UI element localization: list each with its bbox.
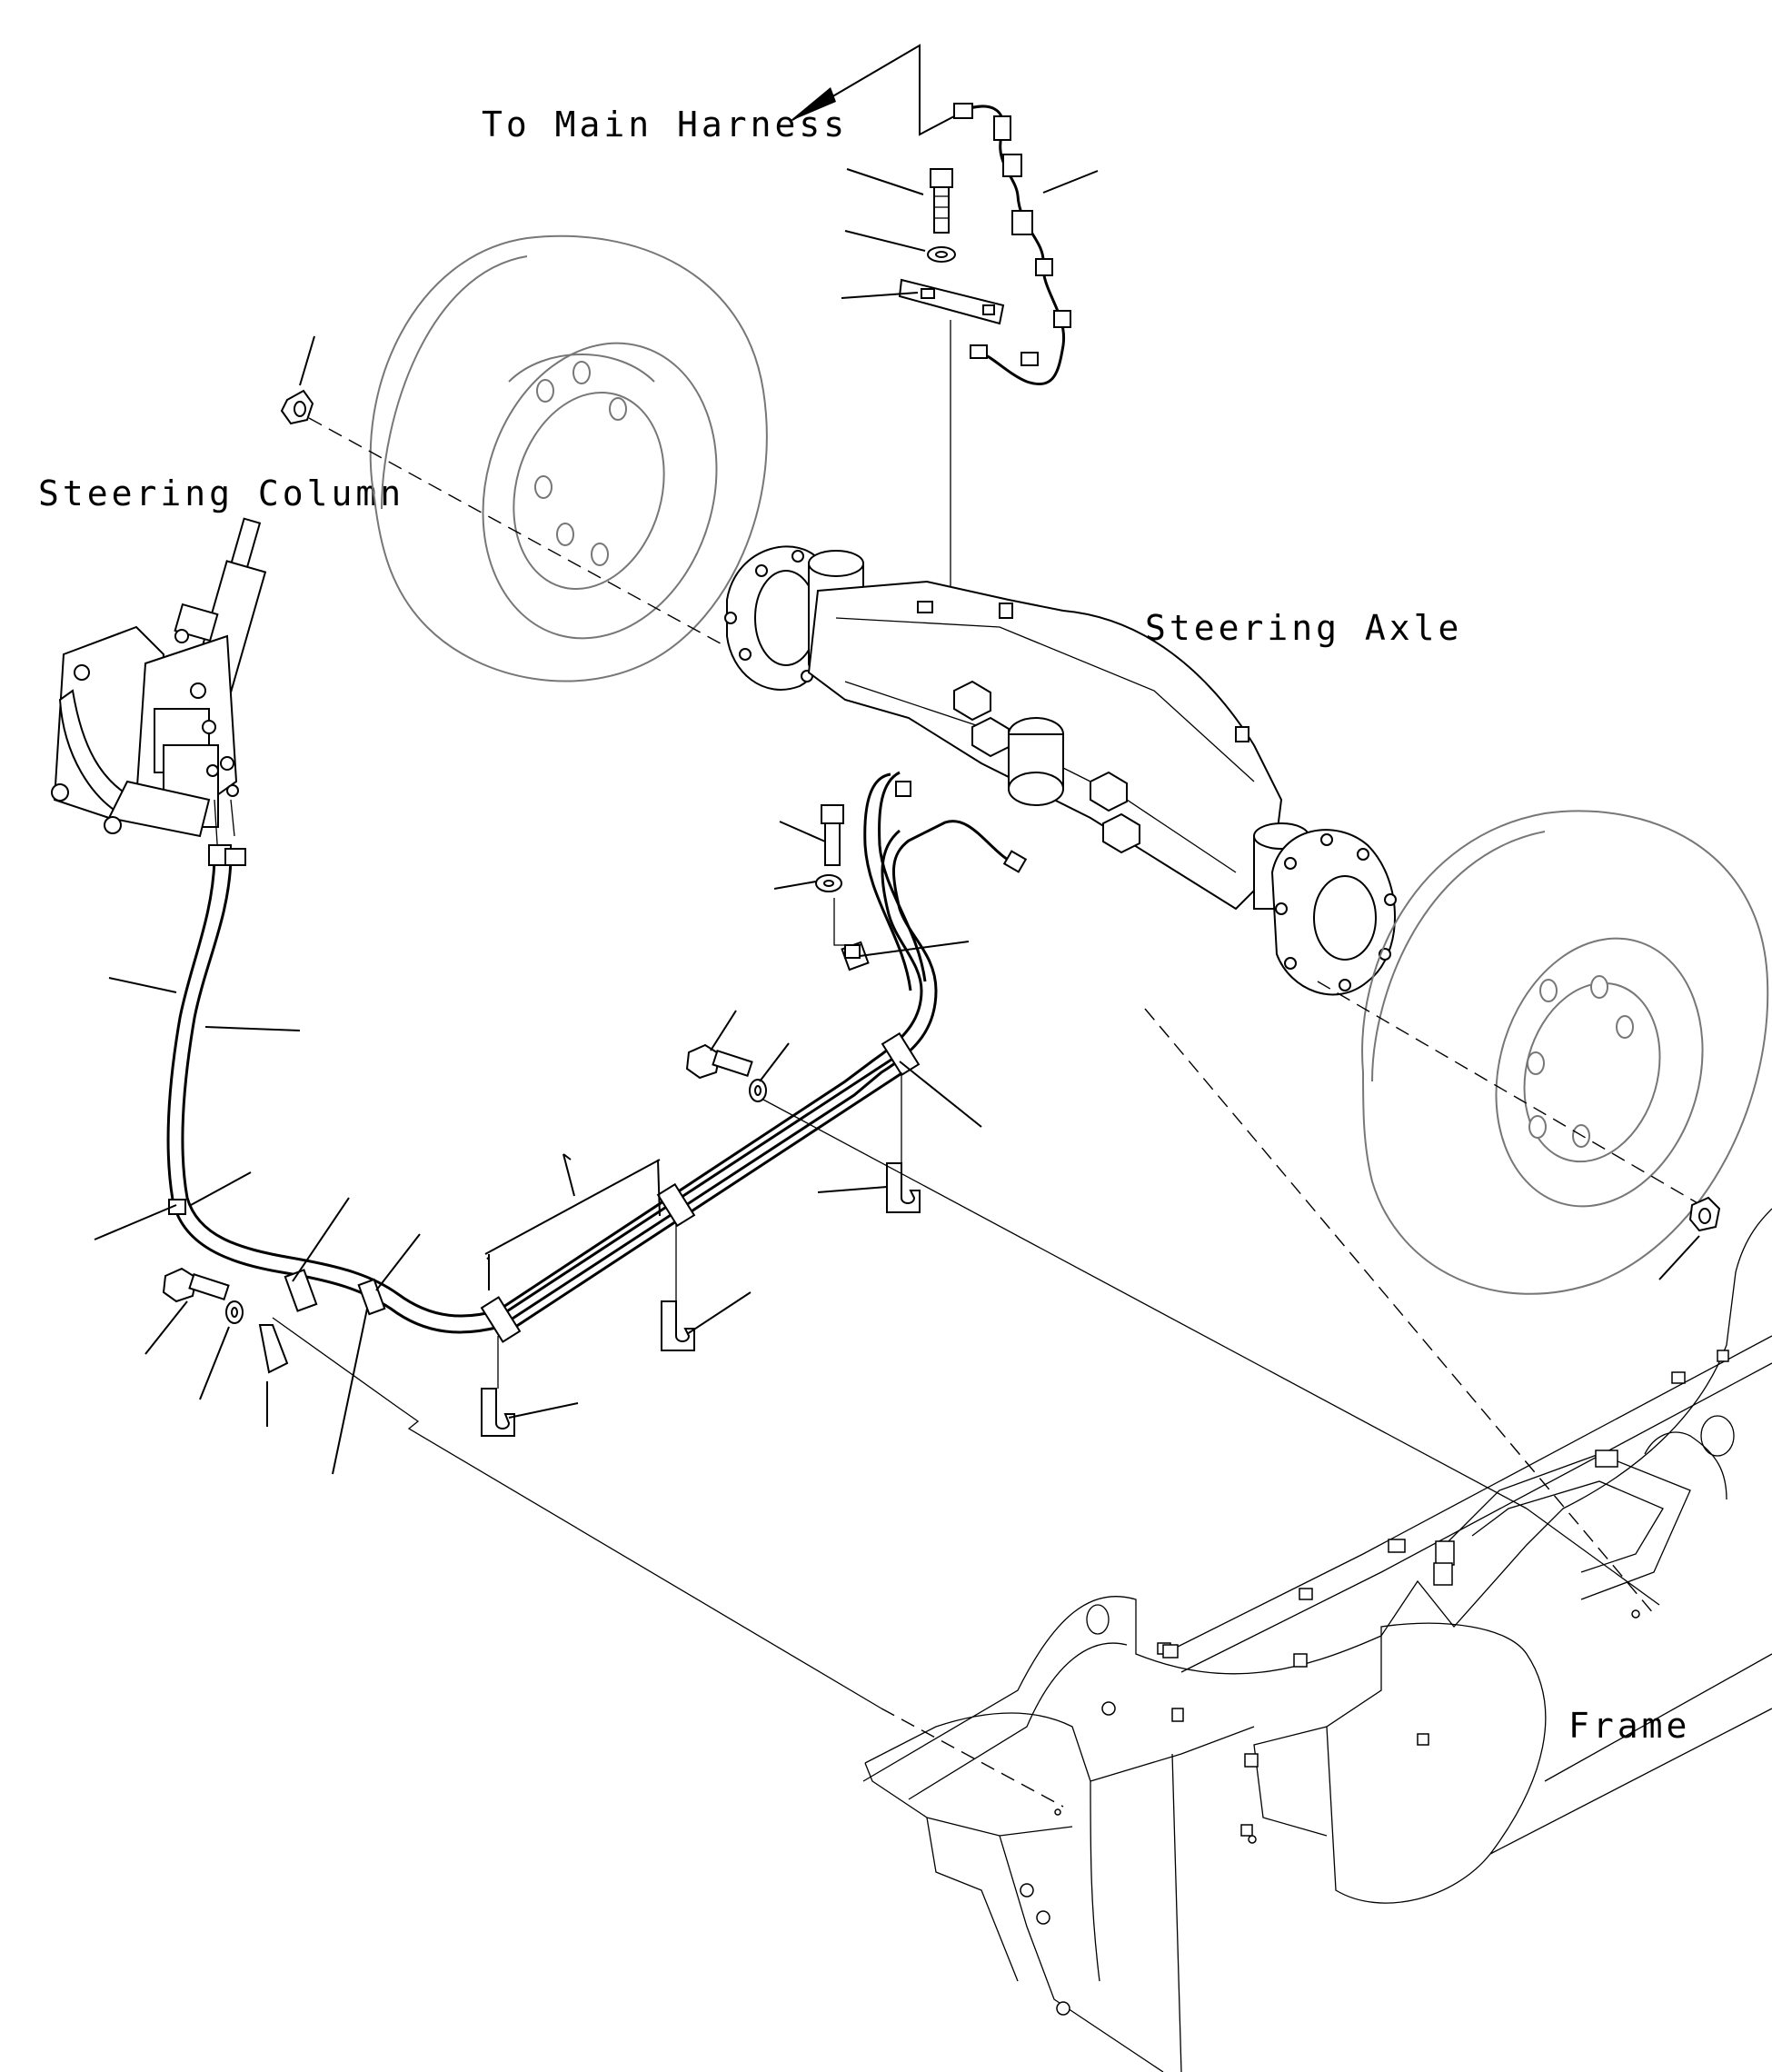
- harness-bracket-hardware: [841, 168, 1005, 600]
- wiring-harness: [953, 103, 1099, 386]
- assembly-lines: [272, 1099, 1660, 1808]
- truck-frame: [862, 1008, 1772, 2072]
- harness-arrow: [789, 44, 955, 136]
- bolt-washer-sets: [162, 804, 861, 1324]
- hose-clamp-brackets: [258, 1072, 921, 1437]
- steering-column: [51, 517, 267, 859]
- steering-axle: [724, 545, 1397, 996]
- left-wheel: [369, 234, 768, 682]
- callout-leaders: [94, 821, 982, 1475]
- label-frame: Frame: [1568, 1706, 1690, 1746]
- label-steering-axle: Steering Axle: [1145, 608, 1462, 648]
- label-to-main-harness: To Main Harness: [482, 105, 848, 144]
- left-wheel-nut: [280, 335, 728, 648]
- right-wheel-nut: [1317, 981, 1721, 1280]
- right-wheel: [1361, 810, 1769, 1295]
- hydraulic-hoses: [166, 771, 1028, 1343]
- label-steering-column: Steering Column: [38, 473, 404, 513]
